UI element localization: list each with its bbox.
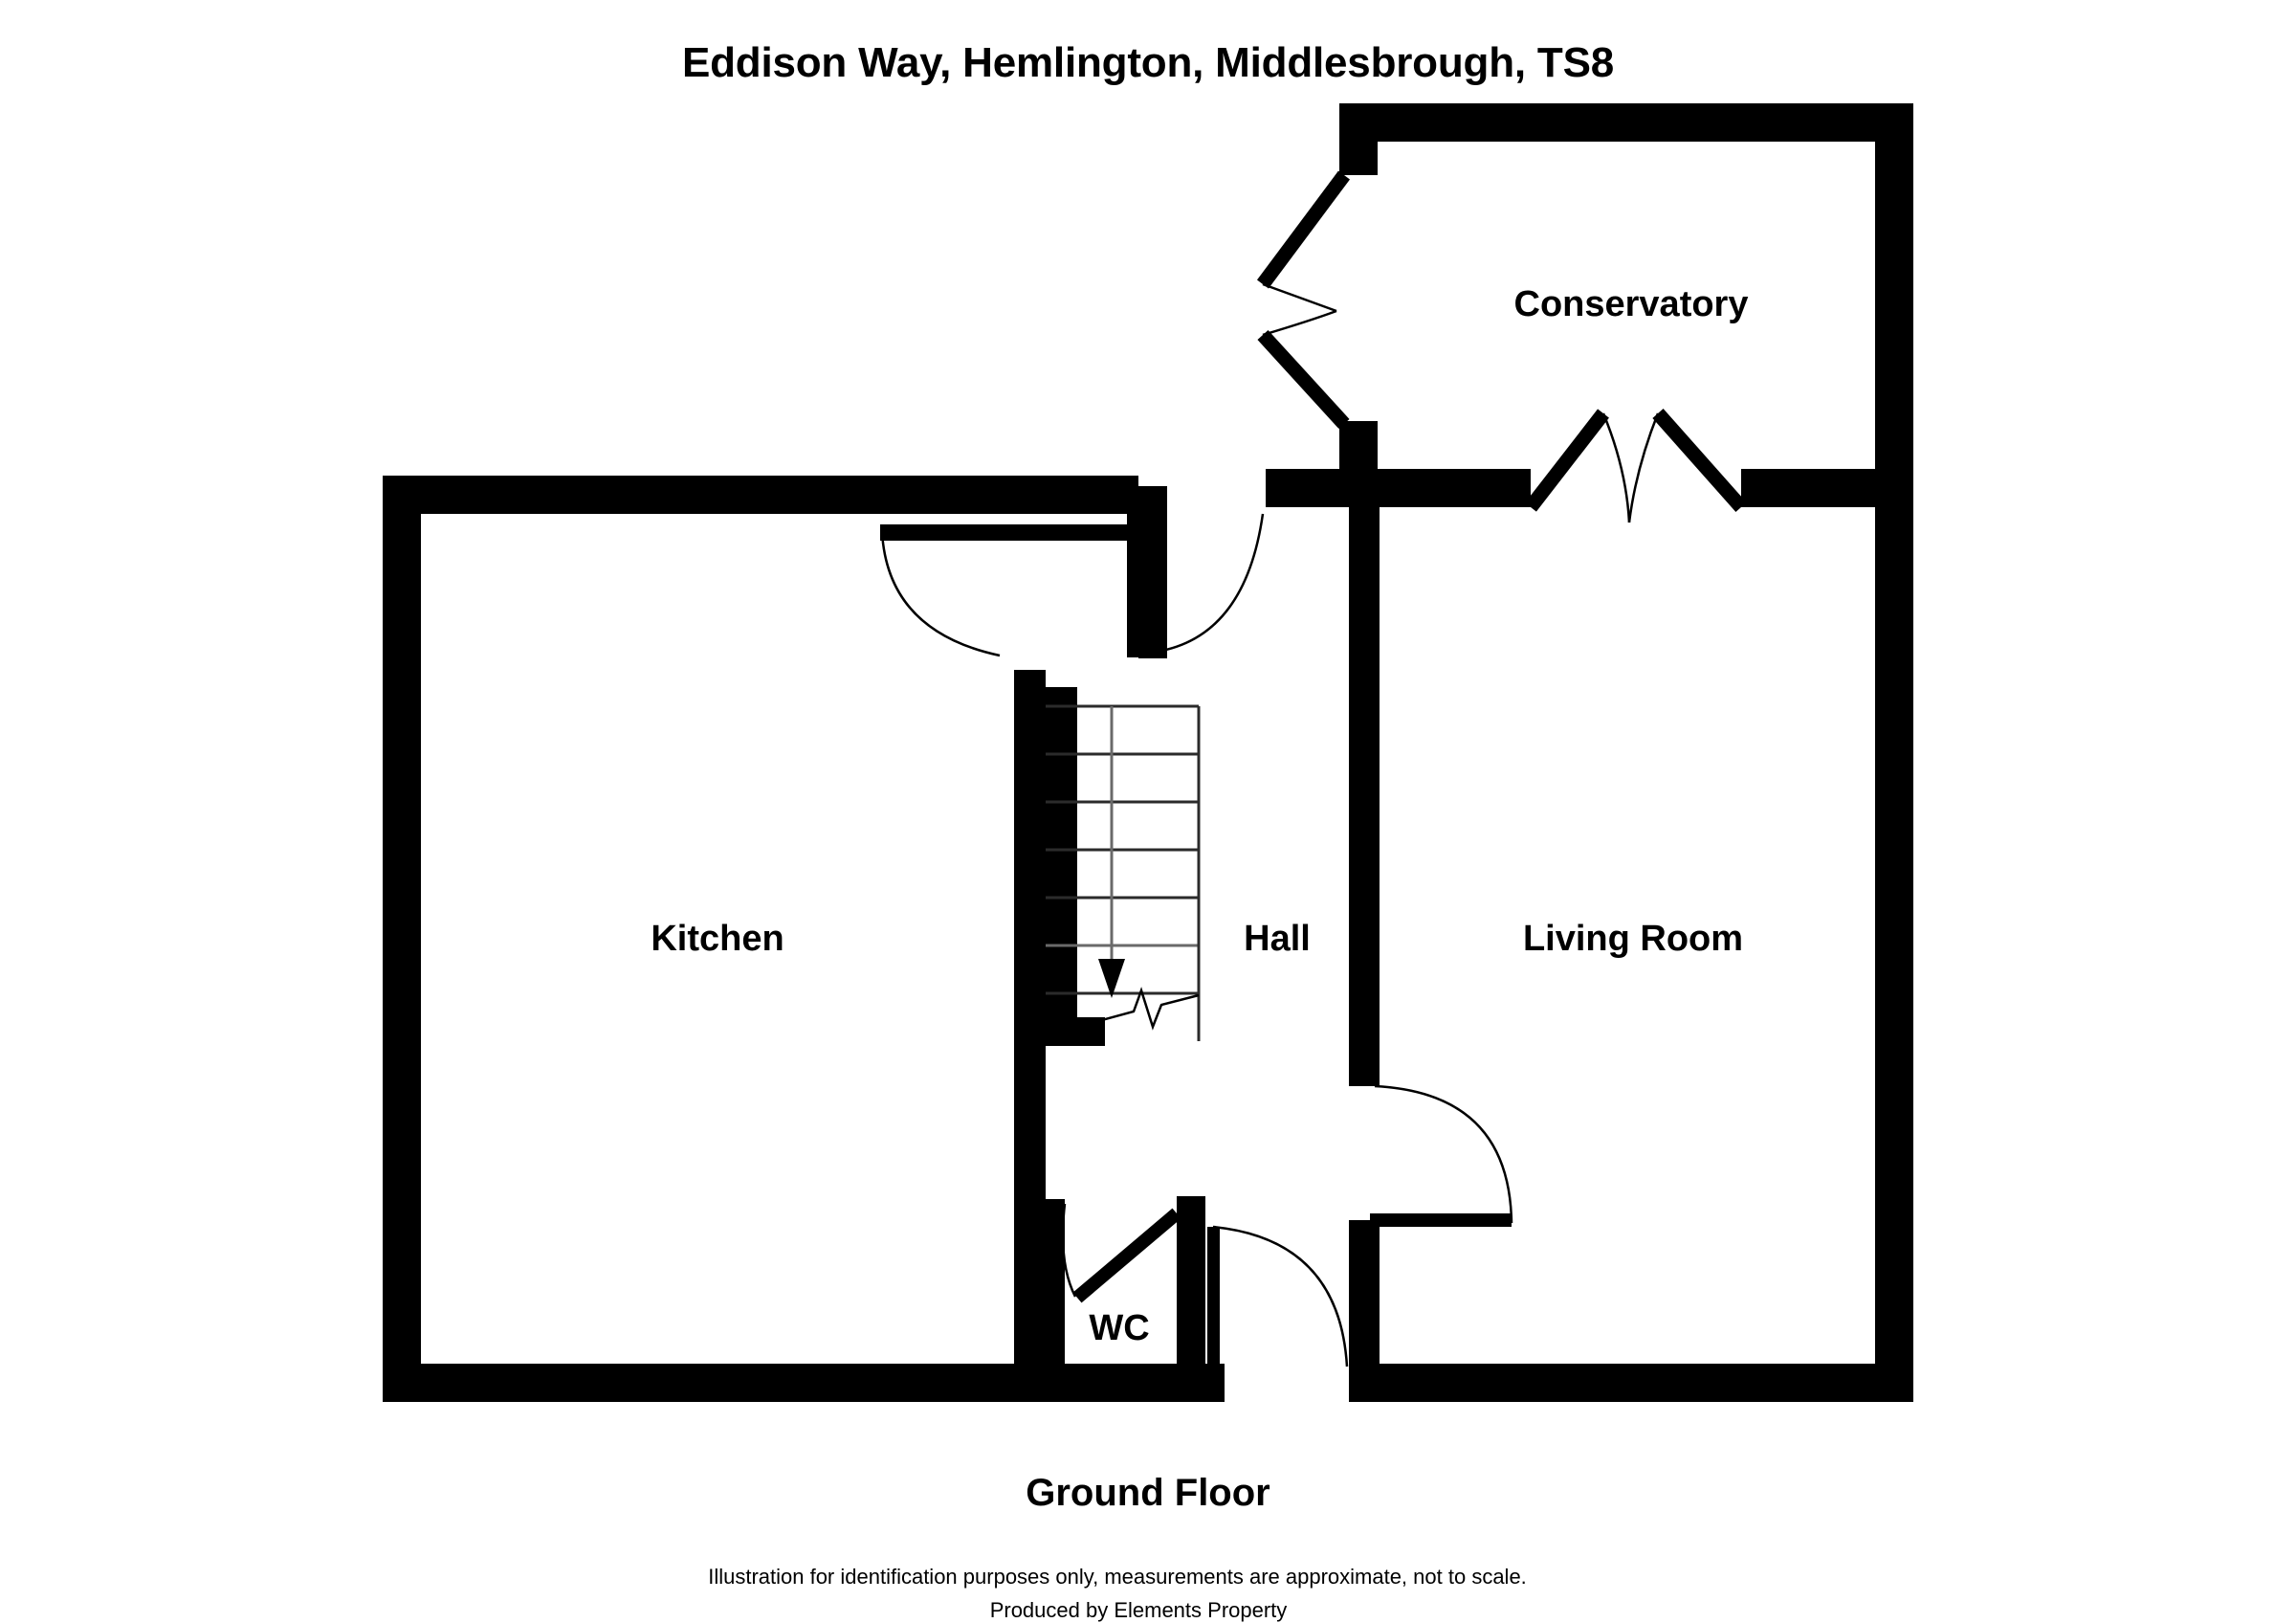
disclaimer-text: Illustration for identification purposes… xyxy=(708,1565,1527,1589)
wc-door-leaf[interactable] xyxy=(1072,1208,1181,1303)
front-door[interactable] xyxy=(1207,1225,1349,1370)
conservatory-south-door-arc-left xyxy=(1601,412,1631,523)
room-label-living-room: Living Room xyxy=(1523,919,1743,959)
kitchen-door-swing-arc xyxy=(880,531,1001,657)
wall-kitchen-left xyxy=(383,476,421,1402)
wall-kitchen-bottom xyxy=(383,1364,1024,1402)
conservatory-bay-wall-lower xyxy=(1257,329,1350,430)
wc-door-swing-arc xyxy=(1061,1203,1077,1298)
wall-kitchen-top xyxy=(383,476,1138,514)
kitchen-door-leaf[interactable] xyxy=(880,524,1138,541)
wall-livingroom-bottom xyxy=(1349,1364,1913,1402)
living-room-door-leaf[interactable] xyxy=(1370,1213,1512,1227)
conservatory-west-door-arc-lower xyxy=(1262,309,1337,337)
conservatory-south-door-leaf-left[interactable] xyxy=(1525,409,1609,512)
stair-down-arrow xyxy=(1098,959,1125,998)
hall-upper-door-swing-arc xyxy=(1137,513,1265,656)
wall-conservatory-right xyxy=(1875,103,1913,505)
wall-hall-livingroom-divider xyxy=(1349,469,1380,1086)
conservatory-bay-walls xyxy=(1256,170,1351,430)
hall-upper-door[interactable] xyxy=(1127,513,1265,657)
conservatory-west-door-arc-upper xyxy=(1262,282,1337,313)
conservatory-south-french-doors[interactable] xyxy=(1525,409,1747,523)
wall-hall-conservatory-connector xyxy=(1266,469,1380,507)
living-room-door[interactable] xyxy=(1370,1084,1513,1227)
living-room-door-swing-arc xyxy=(1374,1084,1513,1224)
room-label-hall: Hall xyxy=(1244,919,1311,959)
walls-group xyxy=(383,103,1913,1402)
wall-conservatory-top xyxy=(1339,103,1913,142)
floor-label: Ground Floor xyxy=(1026,1472,1270,1514)
staircase xyxy=(1046,704,1201,1041)
room-label-conservatory: Conservatory xyxy=(1514,284,1749,324)
conservatory-south-door-leaf-right[interactable] xyxy=(1652,409,1747,512)
conservatory-bay-wall-upper xyxy=(1256,170,1351,289)
wall-kitchen-hall-divider-upper xyxy=(1138,486,1167,658)
room-label-kitchen: Kitchen xyxy=(651,919,784,959)
room-label-wc: WC xyxy=(1089,1308,1149,1348)
wall-livingroom-right xyxy=(1875,469,1913,1402)
kitchen-door[interactable] xyxy=(880,524,1138,657)
hall-upper-door-leaf[interactable] xyxy=(1127,514,1141,657)
wall-hall-livingroom-divider-lower xyxy=(1349,1220,1380,1402)
producer-text: Produced by Elements Property xyxy=(990,1598,1288,1622)
wall-wc-right xyxy=(1177,1196,1205,1373)
wall-wc-left xyxy=(1038,1199,1065,1371)
wall-stair-right xyxy=(1046,687,1077,1043)
wall-conservatory-left-upper xyxy=(1339,103,1378,175)
stair-break-line xyxy=(1051,987,1200,1035)
conservatory-south-door-arc-right xyxy=(1627,412,1660,523)
front-door-leaf[interactable] xyxy=(1207,1227,1220,1370)
page-title: Eddison Way, Hemlington, Middlesbrough, … xyxy=(682,39,1614,86)
front-door-swing-arc xyxy=(1212,1225,1349,1367)
wc-door[interactable] xyxy=(1061,1203,1181,1303)
